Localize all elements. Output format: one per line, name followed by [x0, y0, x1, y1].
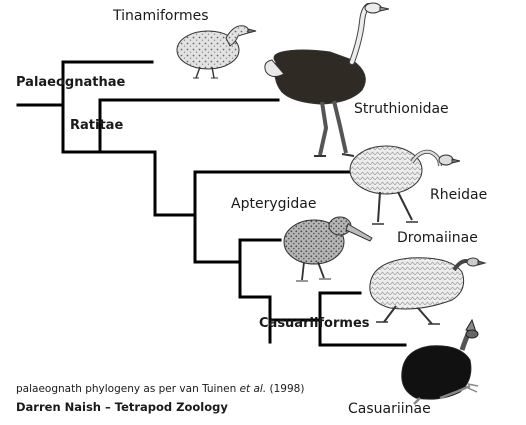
caption-source-suffix: (1998) — [266, 383, 304, 395]
label-dromaiinae: Dromaiinae — [397, 230, 478, 246]
cassowary-illustration — [402, 320, 478, 404]
label-palaeognathae: Palaeognathae — [16, 75, 125, 90]
caption-source-italic: et al. — [240, 383, 267, 395]
ostrich-illustration — [265, 3, 389, 156]
tinamou-illustration — [177, 26, 256, 78]
label-casuariiformes: Casuariiformes — [259, 316, 370, 331]
label-rheidae: Rheidae — [430, 187, 487, 203]
kiwi-illustration — [284, 217, 372, 281]
label-struthionidae: Struthionidae — [354, 101, 449, 117]
caption-source: palaeognath phylogeny as per van Tuinen … — [16, 383, 304, 395]
rhea-illustration — [350, 146, 460, 224]
tree-branches — [18, 62, 405, 345]
label-tinamiformes: Tinamiformes — [113, 8, 209, 24]
label-casuariinae: Casuariinae — [348, 401, 431, 417]
label-apterygidae: Apterygidae — [231, 196, 316, 212]
caption-credit: Darren Naish – Tetrapod Zoology — [16, 400, 228, 414]
emu-illustration — [370, 258, 485, 324]
label-ratitae: Ratitae — [70, 118, 123, 133]
caption-source-prefix: palaeognath phylogeny as per van Tuinen — [16, 383, 240, 395]
